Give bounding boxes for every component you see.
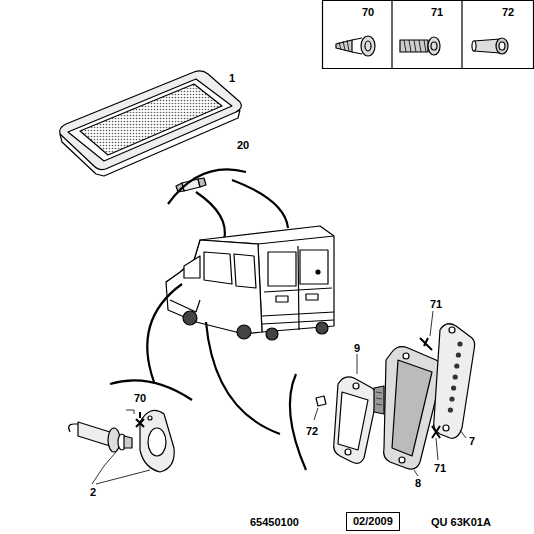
lamp-lens [140, 410, 174, 472]
callout-number: 72 [502, 7, 514, 18]
contact-hole [451, 385, 456, 390]
date-box: 02/2009 [346, 512, 400, 531]
callout-number: 71 [430, 299, 442, 310]
date-text: 02/2009 [347, 513, 399, 530]
screw-icon [336, 36, 375, 56]
contact-hole [456, 352, 461, 357]
switch-body [374, 347, 442, 469]
contact-hole [448, 407, 453, 412]
callout-number: 70 [362, 7, 374, 18]
van [166, 226, 334, 340]
callout-number: 2 [90, 487, 96, 498]
reference-code: 65450100 [250, 517, 299, 528]
contact-hole [453, 374, 458, 379]
plug-icon [472, 38, 508, 54]
contact-plate [334, 377, 377, 463]
contact-hole [457, 341, 462, 346]
callout-number: 72 [306, 426, 318, 437]
callout-number: 1 [229, 73, 235, 84]
bolt-icon [400, 37, 440, 55]
fastener-table: 70 71 72 [322, 0, 534, 69]
contact-hole [449, 396, 454, 401]
detail-arc [168, 169, 246, 204]
callout-number: 8 [415, 478, 421, 489]
callout-number: 71 [431, 7, 443, 18]
table-frame [323, 1, 534, 69]
callout-number: 9 [354, 343, 360, 354]
callout-number: 70 [134, 393, 146, 404]
callout-number: 7 [469, 436, 475, 447]
lamp-holder [69, 422, 132, 452]
contact-strip [434, 324, 475, 439]
interior-lamp [60, 71, 242, 176]
callout-number: 71 [434, 463, 446, 474]
contact-hole [454, 363, 459, 368]
callout-number: 20 [237, 140, 249, 151]
reference-code: QU 63K01A [431, 517, 491, 528]
